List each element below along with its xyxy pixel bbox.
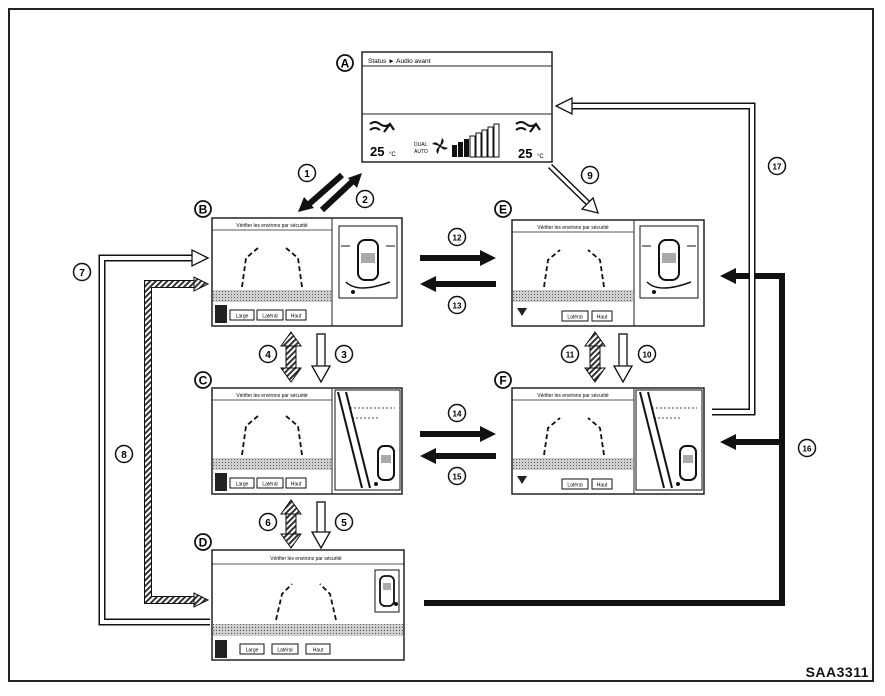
screen-b: Vérifier les environs par sécurité Large… (211, 217, 403, 327)
screen-a: Status ► Audio avant 25 °C DUAL AUTO 25 … (361, 51, 553, 163)
screen-letter-a: A (341, 57, 350, 71)
screen-d: Vérifier les environs par sécurité Large… (211, 549, 405, 661)
screen-letter-b: B (199, 203, 208, 217)
arrow-10 (612, 333, 634, 384)
fan-mode-1: DUAL (414, 142, 428, 148)
screen-b-title: Vérifier les environs par sécurité (236, 223, 308, 229)
arrow-17 (554, 96, 756, 416)
arrow-3 (310, 333, 332, 384)
temp-right-unit: °C (537, 154, 544, 160)
screen-b-lateral-button: Latéral (262, 314, 277, 320)
arrow-7 (98, 248, 210, 626)
screen-letter-f: F (499, 374, 506, 388)
screen-letter-e: E (499, 203, 507, 217)
step-number-13: 13 (453, 302, 462, 311)
airflow-right-icon (515, 121, 537, 131)
screen-c-large-button: Large (236, 482, 249, 488)
arrow-13 (420, 276, 496, 292)
arrow-12 (420, 250, 496, 266)
temp-right: 25 (518, 146, 532, 161)
fan-mode-2: AUTO (414, 149, 428, 155)
step-number-15: 15 (453, 473, 462, 482)
step-badges: 1 2 3 4 5 6 7 8 9 10 11 12 13 14 15 16 1 (72, 156, 817, 532)
step-number-14: 14 (453, 410, 462, 419)
screen-e: Vérifier les environs par sécurité Latér… (511, 219, 705, 327)
arrow-8 (144, 276, 210, 608)
step-number-17: 17 (773, 163, 782, 172)
step-number-1: 1 (304, 169, 310, 180)
screen-d-haut-button: Haut (313, 648, 324, 654)
screen-a-header: Status ► Audio avant (368, 58, 431, 65)
screen-c: Vérifier les environs par sécurité Large… (211, 387, 403, 495)
step-number-3: 3 (341, 350, 347, 361)
screen-c-title: Vérifier les environs par sécurité (236, 393, 308, 399)
screen-d-lateral-button: Latéral (277, 648, 292, 654)
screen-f: Vérifier les environs par sécurité Latér… (511, 387, 705, 495)
arrow-1 (298, 172, 344, 212)
step-number-10: 10 (643, 351, 652, 360)
step-number-16: 16 (803, 445, 812, 454)
step-number-8: 8 (121, 450, 127, 461)
figure-reference-code: SAA3311 (805, 664, 869, 680)
step-number-2: 2 (362, 195, 368, 206)
arrow-16 (424, 268, 785, 606)
step-number-7: 7 (79, 268, 85, 279)
temp-left-unit: °C (389, 152, 396, 158)
step-number-12: 12 (453, 234, 462, 243)
screen-e-haut-button: Haut (597, 315, 608, 321)
screen-e-title: Vérifier les environs par sécurité (537, 225, 609, 231)
screen-letter-d: D (199, 536, 208, 550)
arrow-6 (280, 499, 302, 549)
fan-icon (432, 138, 448, 154)
step-number-9: 9 (587, 171, 593, 182)
seat-right-icon (529, 122, 541, 133)
screen-c-lateral-button: Latéral (262, 482, 277, 488)
arrow-4 (280, 331, 302, 383)
step-number-4: 4 (265, 350, 271, 361)
arrow-5 (310, 501, 332, 550)
step-number-6: 6 (265, 518, 271, 529)
arrow-2 (319, 173, 362, 213)
screen-b-haut-button: Haut (291, 314, 302, 320)
airflow-left-icon (369, 121, 391, 131)
arrow-9 (547, 163, 599, 214)
screen-f-haut-button: Haut (597, 483, 608, 489)
screen-c-haut-button: Haut (291, 482, 302, 488)
arrow-11 (584, 331, 606, 383)
screen-d-title: Vérifier les environs par sécurité (270, 556, 342, 562)
screen-b-large-button: Large (236, 314, 249, 320)
step-number-5: 5 (341, 518, 347, 529)
diagram-frame (8, 8, 874, 682)
temp-left: 25 (370, 144, 384, 159)
screen-letter-c: C (199, 374, 208, 388)
fan-speed-bars (452, 123, 500, 158)
screen-f-lateral-button: Latéral (567, 483, 582, 489)
arrow-14 (420, 426, 496, 442)
screen-e-lateral-button: Latéral (567, 315, 582, 321)
screen-f-title: Vérifier les environs par sécurité (537, 393, 609, 399)
arrow-15 (420, 448, 496, 464)
step-number-11: 11 (566, 351, 575, 360)
seat-left-icon (383, 122, 395, 133)
screen-d-large-button: Large (246, 648, 259, 654)
